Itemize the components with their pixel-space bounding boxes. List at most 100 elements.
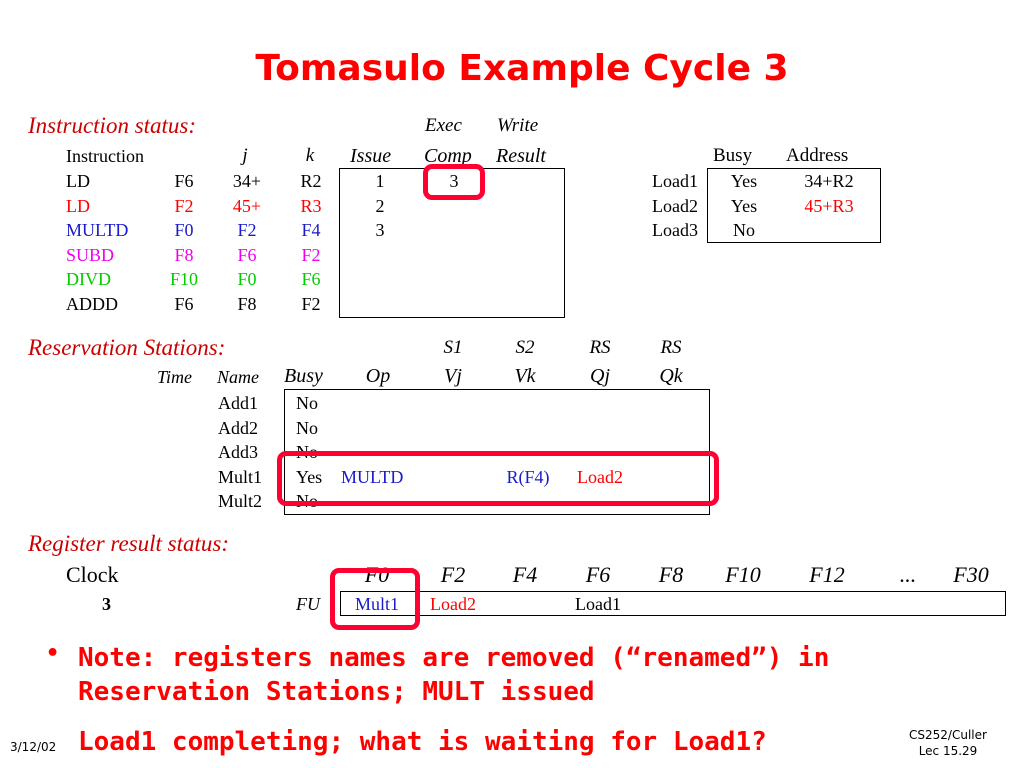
vk-header: Vk bbox=[514, 365, 536, 387]
instr-j: F0 bbox=[237, 269, 257, 289]
instr-k: F4 bbox=[301, 220, 321, 240]
clock-value: 3 bbox=[102, 594, 111, 614]
address-header: Address bbox=[786, 145, 849, 166]
write-header: Write bbox=[497, 115, 539, 136]
k-header: k bbox=[305, 145, 315, 166]
load-buffer-busy: Yes bbox=[730, 171, 758, 191]
load-buffer-name: Load2 bbox=[652, 195, 698, 216]
rs-qj: Load2 bbox=[577, 466, 623, 487]
highlight-f0-register bbox=[330, 568, 420, 630]
instr-dest: F0 bbox=[174, 220, 194, 240]
load-buffer-name: Load3 bbox=[652, 220, 698, 240]
instr-k: R3 bbox=[300, 195, 322, 216]
load-buffer-busy: No bbox=[733, 220, 755, 240]
rs-qk-header: RS bbox=[660, 337, 682, 358]
instr-j: F2 bbox=[237, 220, 257, 240]
bullet-icon: • bbox=[46, 641, 60, 666]
instr-op: LD bbox=[66, 195, 90, 216]
rs-op: MULTD bbox=[341, 466, 404, 487]
s2-header: S2 bbox=[515, 337, 535, 358]
instr-op: SUBD bbox=[66, 244, 115, 265]
qk-header: Qk bbox=[659, 365, 683, 387]
instr-dest: F6 bbox=[174, 293, 194, 314]
instr-j: F8 bbox=[237, 293, 257, 314]
rs-name: Mult1 bbox=[218, 466, 263, 487]
register-name: F10 bbox=[725, 562, 761, 587]
instr-op: DIVD bbox=[66, 269, 111, 289]
instruction-status-label: Instruction status: bbox=[28, 113, 197, 138]
footer-lecture: Lec 15.29 bbox=[918, 744, 978, 758]
comp-header: Comp bbox=[424, 145, 472, 167]
rs-vk: R(F4) bbox=[506, 466, 550, 487]
highlight-exec-comp bbox=[423, 164, 485, 200]
slide-title: Tomasulo Example Cycle 3 bbox=[255, 48, 789, 89]
footer-date: 3/12/02 bbox=[10, 740, 57, 754]
note-1: Note: registers names are removed (“rena… bbox=[78, 643, 830, 707]
load-buffer-name: Load1 bbox=[652, 171, 698, 191]
qj-header: Qj bbox=[590, 365, 610, 387]
note-2: Load1 completing; what is waiting for Lo… bbox=[78, 727, 767, 757]
clock-label: Clock bbox=[66, 562, 119, 587]
rs-name: Add3 bbox=[218, 442, 258, 462]
instr-dest: F10 bbox=[169, 269, 198, 289]
instr-j: F6 bbox=[237, 244, 257, 265]
rs-busy: Yes bbox=[296, 466, 323, 487]
instr-op: ADDD bbox=[66, 293, 118, 314]
register-result-status-label: Register result status: bbox=[28, 531, 230, 556]
register-name: F0 bbox=[364, 562, 390, 587]
rs-name: Add2 bbox=[218, 417, 258, 438]
s1-header: S1 bbox=[443, 337, 463, 358]
instr-op: LD bbox=[66, 171, 90, 191]
highlight-mult1-row bbox=[277, 451, 719, 506]
instr-issue: 2 bbox=[375, 195, 385, 216]
register-fu: Load1 bbox=[575, 594, 621, 614]
rs-busy-header: Busy bbox=[284, 365, 323, 387]
instr-dest: F8 bbox=[174, 244, 194, 265]
instruction-header: Instruction bbox=[66, 146, 144, 166]
register-fu: Load2 bbox=[430, 594, 476, 614]
time-header: Time bbox=[157, 367, 193, 387]
load-buffer-busy: Yes bbox=[730, 195, 758, 216]
register-name: F12 bbox=[809, 562, 845, 587]
instr-k: F6 bbox=[301, 269, 321, 289]
instr-op: MULTD bbox=[66, 220, 129, 240]
register-fu: Mult1 bbox=[354, 594, 399, 614]
instr-k: F2 bbox=[301, 293, 321, 314]
instr-j: 34+ bbox=[232, 171, 262, 191]
load-buffer-box bbox=[707, 168, 881, 243]
load-buffer-address: 45+R3 bbox=[804, 195, 854, 216]
rs-name: Mult2 bbox=[218, 491, 263, 511]
instr-k: R2 bbox=[300, 171, 322, 191]
load-buffer-address: 34+R2 bbox=[804, 171, 854, 191]
fu-label: FU bbox=[296, 594, 320, 614]
rs-qj-header: RS bbox=[589, 337, 611, 358]
register-name: ... bbox=[899, 562, 917, 587]
exec-header: Exec bbox=[425, 115, 462, 136]
result-header: Result bbox=[496, 145, 546, 167]
rs-busy: No bbox=[296, 393, 318, 413]
footer-course: CS252/Culler bbox=[909, 728, 987, 742]
register-name: F30 bbox=[953, 562, 989, 587]
instr-dest: F2 bbox=[174, 195, 194, 216]
rs-busy: No bbox=[296, 417, 318, 438]
instr-comp: 3 bbox=[449, 171, 459, 191]
op-header: Op bbox=[365, 365, 391, 387]
instr-issue: 1 bbox=[375, 171, 385, 191]
instr-k: F2 bbox=[301, 244, 321, 265]
issue-header: Issue bbox=[350, 145, 392, 167]
reservation-stations-label: Reservation Stations: bbox=[28, 335, 226, 360]
register-name: F2 bbox=[440, 562, 466, 587]
register-name: F4 bbox=[512, 562, 538, 587]
register-name: F8 bbox=[658, 562, 684, 587]
busy-header: Busy bbox=[713, 145, 753, 166]
vj-header: Vj bbox=[444, 365, 462, 387]
instr-issue: 3 bbox=[375, 220, 385, 240]
rs-name: Add1 bbox=[218, 393, 258, 413]
name-header: Name bbox=[217, 367, 259, 387]
instr-dest: F6 bbox=[174, 171, 194, 191]
register-name: F6 bbox=[585, 562, 611, 587]
register-status-box bbox=[340, 591, 1006, 616]
j-header: j bbox=[242, 145, 248, 166]
note-1-line: Note: registers names are removed (“rena… bbox=[78, 641, 978, 709]
instr-j: 45+ bbox=[232, 195, 262, 216]
